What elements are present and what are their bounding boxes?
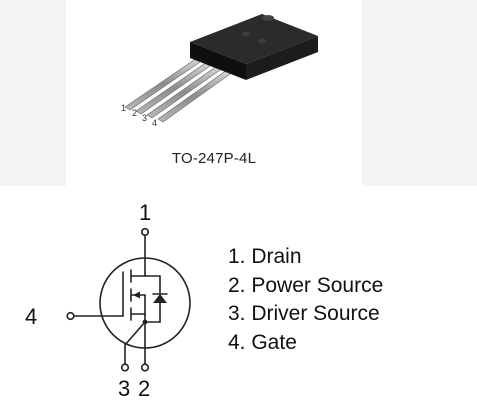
gate-terminal-node — [66, 311, 75, 321]
gate-terminal-label: 4 — [25, 304, 38, 329]
package-front-face — [190, 42, 246, 80]
legend-item-power-source: 2. Power Source — [228, 273, 384, 297]
package-leads — [124, 57, 234, 123]
legend-item-driver-source: 3. Driver Source — [228, 302, 380, 325]
legend-item-drain: 1. Drain — [228, 245, 302, 268]
package-pin-number-1: 1 — [121, 103, 127, 113]
package-panel — [66, 0, 362, 186]
driver-source-terminal-label: 3 — [118, 376, 131, 401]
package-top-face — [190, 14, 318, 64]
background-right — [362, 0, 477, 186]
driver-source-terminal-node — [120, 363, 130, 372]
package-body — [190, 14, 318, 80]
power-source-terminal-node — [140, 363, 150, 372]
legend-item-gate: 4. Gate — [228, 330, 297, 354]
drain-terminal-node — [140, 227, 150, 237]
power-source-terminal-label: 2 — [138, 376, 151, 401]
package-pin-number-2: 2 — [132, 108, 138, 118]
package-caption: TO-247P-4L — [171, 150, 257, 167]
package-illustration — [124, 14, 318, 123]
package-pin-number-3: 3 — [142, 113, 148, 123]
drain-terminal-label: 1 — [139, 200, 152, 225]
source-junction-dot — [142, 319, 148, 325]
package-pin-number-4: 4 — [152, 118, 158, 128]
pin-legend: 1. Drain 2. Power Source 3. Driver Sourc… — [228, 243, 383, 357]
driver-source-lead — [124, 321, 146, 346]
background-left — [0, 0, 66, 186]
marking-dot-2 — [258, 38, 266, 44]
mounting-hole — [262, 15, 274, 21]
diode-triangle-icon — [153, 294, 167, 303]
marking-dot-1 — [242, 31, 250, 37]
body-diode-arrow-icon — [133, 291, 140, 299]
package-side-face — [246, 36, 318, 80]
